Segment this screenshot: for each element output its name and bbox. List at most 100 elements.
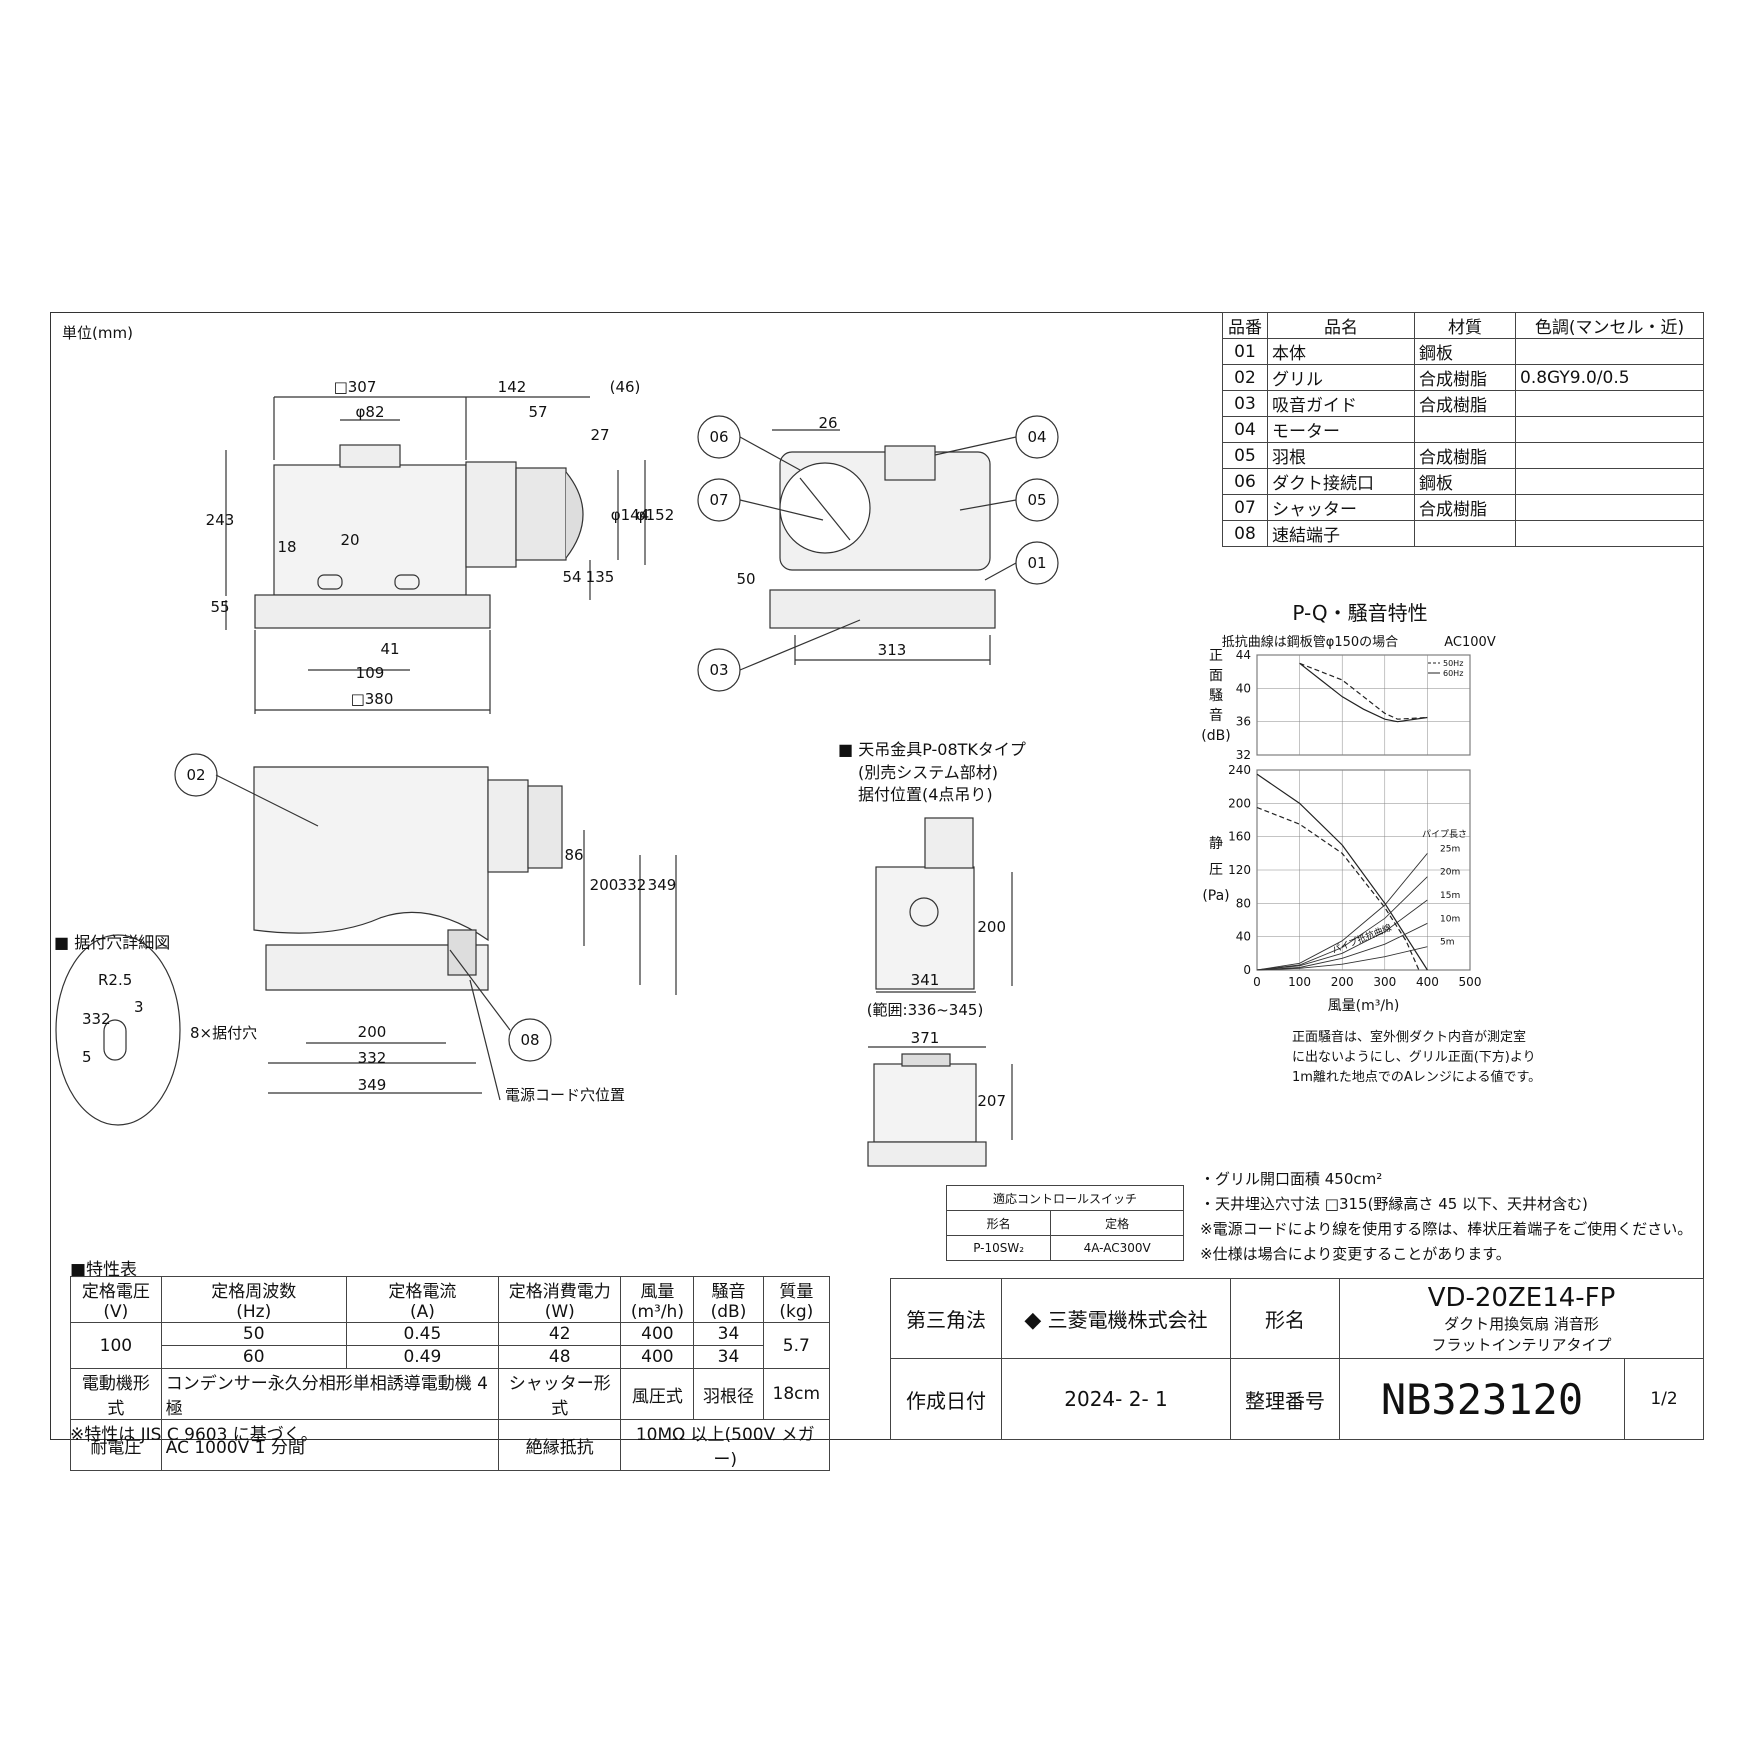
front-body [273, 464, 467, 596]
svg-text:□380: □380 [351, 690, 394, 708]
svg-text:200: 200 [977, 918, 1006, 936]
svg-text:5: 5 [82, 1048, 92, 1066]
svg-text:243: 243 [206, 511, 235, 529]
chart-note: 抵抗曲線は鋼板管φ150の場合 [1222, 634, 1398, 650]
svg-text:02: 02 [186, 766, 205, 784]
y-tick-label: 44 [1236, 648, 1251, 662]
svg-text:φ152: φ152 [636, 506, 675, 524]
svg-text:341: 341 [911, 971, 940, 989]
spec-table: 定格電圧(V) 定格周波数(Hz) 定格電流(A) 定格消費電力(W) 風量(m… [70, 1276, 831, 1471]
front-grille [254, 594, 491, 629]
svg-text:41: 41 [380, 640, 399, 658]
svg-text:135: 135 [586, 568, 615, 586]
pipe-label: 25m [1440, 844, 1460, 854]
svg-text:26: 26 [818, 414, 837, 432]
svg-text:03: 03 [709, 661, 728, 679]
svg-text:27: 27 [590, 426, 609, 444]
svg-text:据付位置(4点吊り): 据付位置(4点吊り) [858, 785, 993, 804]
drawing-number: NB323120 [1339, 1358, 1625, 1440]
svg-text:57: 57 [528, 403, 547, 421]
chart-title: P-Q・騒音特性 [1292, 601, 1427, 625]
y-tick-label: 36 [1236, 715, 1251, 729]
company-name: ◆ 三菱電機株式会社 [1001, 1278, 1231, 1359]
svg-text:332: 332 [358, 1049, 387, 1067]
pipe-curve-5m [1256, 946, 1428, 971]
svg-text:55: 55 [210, 598, 229, 616]
unit-label: 単位(mm) [62, 324, 133, 342]
side-duct-circle [779, 462, 871, 554]
y-axis-label: 静 [1209, 836, 1223, 852]
svg-text:349: 349 [358, 1076, 387, 1094]
svg-text:φ82: φ82 [356, 403, 385, 421]
hole-detail-title: ■ 据付穴詳細図 [54, 933, 170, 952]
svg-text:86: 86 [564, 846, 583, 864]
svg-text:(範囲:336~345): (範囲:336~345) [867, 1001, 984, 1019]
pipe-label: 20m [1440, 868, 1460, 878]
y-axis-label: 騒 [1209, 688, 1223, 704]
callout-08 [508, 1018, 552, 1062]
svg-text:109: 109 [356, 664, 385, 682]
parts-header: 品番 [1222, 312, 1268, 339]
hole-detail-oval [55, 934, 181, 1126]
x-tick-label: 300 [1373, 975, 1396, 989]
y-tick-label: 0 [1243, 963, 1251, 977]
pipe-curve-10m [1256, 922, 1428, 971]
noise-plot-area [1256, 654, 1471, 756]
svg-text:□307: □307 [334, 378, 377, 396]
x-tick-label: 200 [1331, 975, 1354, 989]
front-top-duct [339, 444, 401, 468]
svg-text:50: 50 [736, 570, 755, 588]
svg-text:電源コード穴位置: 電源コード穴位置 [505, 1086, 625, 1104]
svg-text:200: 200 [358, 1023, 387, 1041]
pq-series-60Hz [1256, 773, 1428, 971]
hanger-front [873, 1063, 977, 1143]
svg-text:(46): (46) [610, 378, 641, 396]
pipe-legend-title: パイプ長さ [1422, 829, 1467, 840]
pipe-label: 5m [1440, 938, 1455, 948]
y-tick-label: 240 [1228, 763, 1251, 777]
svg-text:07: 07 [709, 491, 728, 509]
pipe-curve-15m [1256, 899, 1428, 971]
mitsubishi-logo-icon: ◆ [1024, 1308, 1042, 1333]
svg-text:313: 313 [878, 641, 907, 659]
svg-text:3: 3 [134, 998, 144, 1016]
x-axis-label: 風量(m³/h) [1328, 998, 1400, 1014]
svg-text:06: 06 [709, 428, 728, 446]
svg-text:200: 200 [590, 876, 619, 894]
y-axis-label: 音 [1209, 707, 1223, 724]
svg-text:349: 349 [648, 876, 677, 894]
side-grille [769, 589, 996, 629]
chart-voltage: AC100V [1444, 635, 1496, 650]
y-axis-label: 面 [1209, 668, 1223, 684]
y-tick-label: 40 [1236, 681, 1251, 695]
curve-label: パイプ抵抗曲線 [1330, 921, 1393, 956]
spec-title: ■特性表 [70, 1260, 138, 1280]
pipe-curve-20m [1256, 876, 1428, 971]
svg-text:54: 54 [562, 568, 581, 586]
y-tick-label: 200 [1228, 796, 1251, 810]
model-number: VD-20ZE14-FP [1427, 1282, 1616, 1313]
y-tick-label: 160 [1228, 830, 1251, 844]
notes: ・グリル開口面積 450cm² ・天井埋込穴寸法 □315(野縁高さ 45 以下… [1200, 1170, 1693, 1263]
y-tick-label: 40 [1236, 930, 1251, 944]
legend-label: 50Hz [1443, 659, 1463, 668]
svg-text:(別売システム部材): (別売システム部材) [858, 763, 998, 782]
svg-text:05: 05 [1027, 491, 1046, 509]
noise-series-50Hz [1299, 662, 1428, 723]
svg-text:207: 207 [977, 1092, 1006, 1110]
svg-text:142: 142 [498, 378, 527, 396]
parts-header: 材質 [1414, 312, 1516, 339]
hanger-title: ■ 天吊金具P-08TKタイプ [838, 740, 1026, 759]
y-axis-label: 正 [1209, 648, 1223, 664]
svg-text:R2.5: R2.5 [98, 971, 132, 989]
